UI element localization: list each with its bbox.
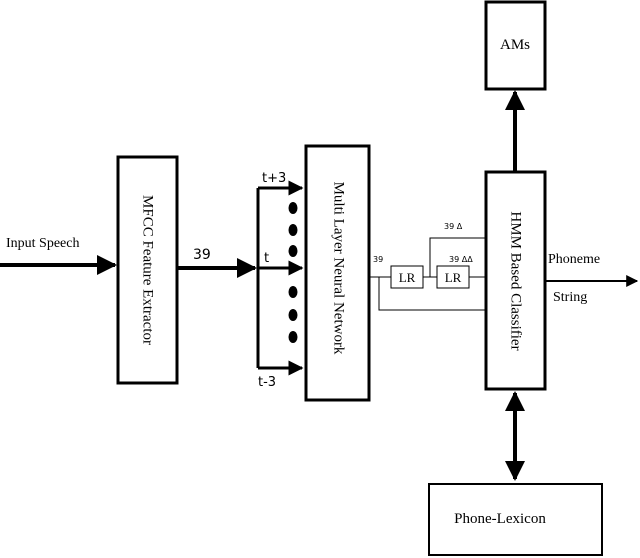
- dim-39-label: 39: [193, 247, 211, 263]
- mfcc-block: [116, 155, 179, 385]
- input-speech-label: Input Speech: [6, 236, 79, 251]
- string-label: String: [553, 290, 587, 305]
- phoneme-label: Phoneme: [548, 252, 600, 267]
- delta-delta-label: 39 ΔΔ: [449, 255, 473, 264]
- t-label: t: [264, 251, 269, 266]
- frame-dot: [288, 202, 298, 214]
- frame-dot: [288, 309, 298, 321]
- t-plus-3-label: t+3: [262, 171, 286, 186]
- frame-dot: [288, 331, 298, 343]
- lr2-label: LR: [445, 270, 462, 285]
- frame-dot: [288, 286, 298, 298]
- static-feature-line: [378, 277, 486, 311]
- mfcc-label: MFCC Feature Extractor: [140, 195, 156, 345]
- delta-label: 39 Δ: [444, 222, 463, 231]
- dim-39-mid-label: 39: [373, 255, 383, 264]
- lexicon-label: Phone-Lexicon: [454, 511, 546, 527]
- lr1-label: LR: [399, 270, 416, 285]
- frame-dot: [288, 245, 298, 257]
- ams-label: AMs: [500, 37, 530, 53]
- t-minus-3-label: t-3: [258, 375, 276, 390]
- delta-line: [429, 237, 486, 277]
- mlnn-block: [304, 144, 371, 402]
- ams-block: [484, 0, 547, 91]
- mlnn-label: Multi Layer Neural Network: [331, 182, 347, 355]
- frame-dot: [288, 224, 298, 236]
- hmm-label: HMM Based Classifier: [508, 211, 524, 350]
- lexicon-block: [428, 483, 603, 556]
